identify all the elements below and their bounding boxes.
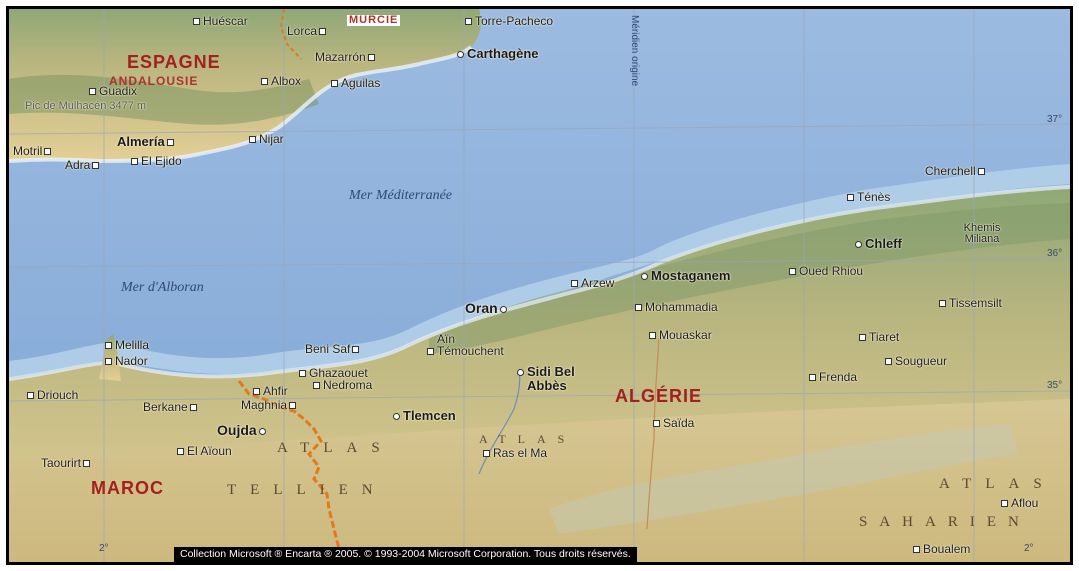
city-lorca: Lorca [287,25,329,37]
city-aflou: Aflou [1001,497,1038,509]
city-arzew: Arzew [571,277,614,289]
city-tissemsilt: Tissemsilt [939,297,1002,309]
city-ras-el-ma: Ras el Ma [483,447,547,459]
city-mohammadia: Mohammadia [635,301,718,313]
map-canvas [9,9,1070,562]
city-tenes: Ténès [847,191,890,203]
city-driouch: Driouch [27,389,78,401]
range-atlas-saharien-2: SAHARIEN [859,514,1031,530]
hills-sierra [9,74,319,125]
range-atlas-mid: ATLAS [479,432,577,446]
city-mazarron: Mazarrón [315,51,378,63]
city-guadix: Guadix [89,85,137,97]
city-mostaganem: Mostaganem [641,269,730,282]
coord-lat37: 37° [1047,114,1063,125]
map-frame: Mer Méditerranée Mer d'Alboran ESPAGNE A… [6,6,1073,565]
graticule [9,9,1070,562]
city-berkane: Berkane [143,401,200,413]
country-morocco: MAROC [91,478,164,498]
city-taourirt: Taourirt [41,457,93,469]
meridian-label: Méridien origine [629,15,640,87]
border-morocco-algeria [237,380,341,562]
city-tlemcen: Tlemcen [393,409,456,422]
city-adra: Adra [65,159,102,171]
city-beni-saf: Beni Saf [305,343,362,355]
region-andalousie: ANDALOUSIE [109,74,199,88]
range-atlas-saharien-1: ATLAS [939,476,1056,492]
land-europe [9,9,482,161]
city-torre-pacheco: Torre-Pacheco [465,15,553,27]
hills-tell [429,203,1070,354]
city-chlef: Chleff [855,237,902,250]
border-spain-regions [279,9,302,60]
region-murcie: MURCIE [347,14,401,26]
range-atlas-tellien-1: ATLAS [277,440,394,456]
city-tiaret: Tiaret [859,331,899,343]
country-spain: ESPAGNE [127,52,221,72]
city-cherchell: Cherchell [925,165,988,177]
city-nador: Nador [105,355,148,367]
shallow-coast-south [9,164,1070,377]
city-sidi-bel-abbes-2: Abbès [527,378,567,393]
city-frenda: Frenda [809,371,857,383]
sea-alboran: Mer d'Alboran [121,280,204,295]
river-mekerra [646,338,660,530]
city-boualem: Boualem [913,543,970,555]
peak-mulhacen: Pic de Mulhacén 3477 m [25,100,147,112]
city-saida: Saïda [653,417,694,429]
sea-mediterranean: Mer Méditerranée [349,188,453,203]
coord-lat35: 35° [1047,380,1063,391]
coord-lon2e: 2° [1024,543,1034,554]
city-khemis-miliana: Khemis Miliana [963,222,1001,245]
city-nijar: Nijar [249,133,284,145]
range-atlas-tellien-2: TELLIEN [227,482,387,498]
city-ain-temouchent: Aïn [437,332,456,346]
city-melilla: Melilla [105,339,149,351]
city-oujda: Oujda [217,423,269,437]
steppe-patches [549,424,1019,534]
city-albox: Albox [261,75,301,87]
city-sidi-bel-abbes: Sidi Bel [517,365,575,378]
coord-lon2w: 2° [99,543,109,554]
city-el-ejido: El Ejido [131,155,182,167]
city-oued-rhiou: Oued Rhiou [789,265,863,277]
city-huescar: Huéscar [193,15,248,27]
city-oran: Oran [465,301,510,315]
city-sougueur: Sougueur [885,355,947,367]
city-el-aioun: El Aïoun [177,445,232,457]
city-almeria: Almería [117,135,177,148]
country-algeria: ALGÉRIE [615,386,703,406]
coord-lat36: 36° [1047,248,1063,259]
city-carthagene: Carthagène [457,47,539,60]
city-nedroma: Nedroma [313,379,372,391]
city-motril: Motril [13,145,54,157]
copyright-credit: Collection Microsoft ® Encarta ® 2005. ©… [174,547,637,562]
city-mouaskar: Mouaskar [649,329,712,341]
city-ahfir: Ahfir [253,385,288,397]
city-ghazaouet: Ghazaouet [299,367,368,379]
city-ain-temouchent-2: Témouchent [427,345,504,357]
city-aguilas: Aguilas [331,77,380,89]
land-africa-south [9,399,1070,562]
city-maghnia: Maghnia [241,399,299,411]
